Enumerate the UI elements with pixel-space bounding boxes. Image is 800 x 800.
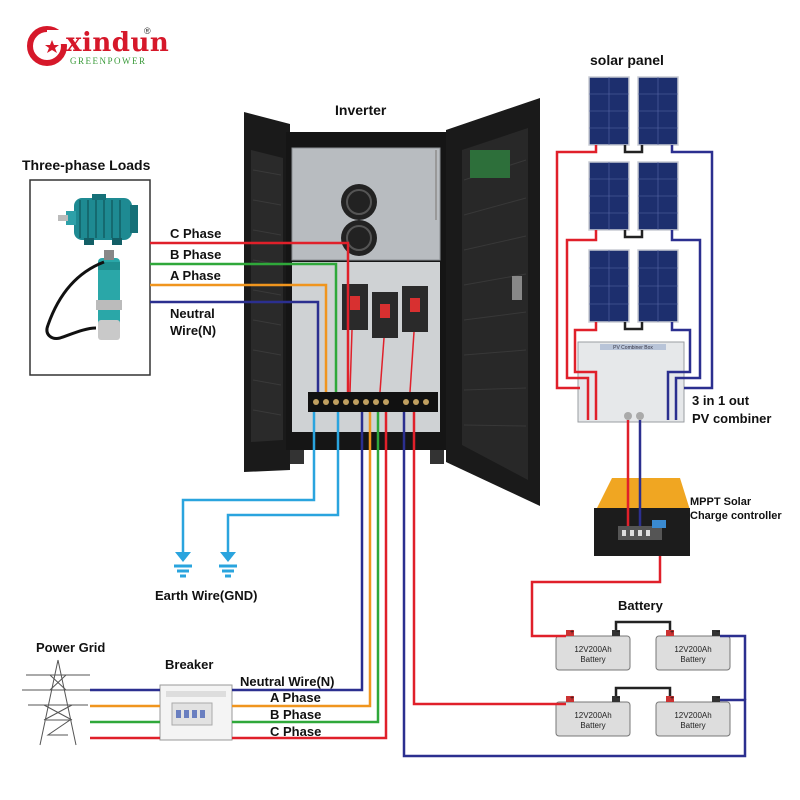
transmission-tower-icon	[22, 659, 94, 746]
mppt-charge-controller	[594, 478, 690, 556]
solar-panel-icon	[588, 76, 679, 323]
a-phase-label: A Phase	[170, 268, 221, 283]
earth-wire	[181, 412, 316, 552]
xindun-logo	[27, 26, 67, 66]
battery-icon	[555, 696, 631, 737]
earth-ground-icon	[174, 552, 237, 578]
svg-text:+: +	[570, 695, 574, 702]
grid-neutral-label: Neutral Wire(N)	[240, 674, 335, 689]
brand-name: xindun	[66, 28, 170, 58]
earth-wire-label: Earth Wire(GND)	[155, 588, 258, 603]
earth-wire	[226, 412, 340, 552]
battery-bank	[555, 620, 731, 737]
battery-spec-text: 12V200Ah	[674, 645, 712, 654]
c-phase-wire	[150, 241, 350, 392]
grid-c-phase-wire	[232, 412, 388, 740]
battery-icon	[555, 630, 631, 671]
battery-name-text: Battery	[580, 721, 606, 730]
combiner-label-line2: PV combiner	[692, 411, 772, 426]
b-phase-label: B Phase	[170, 247, 222, 262]
battery-spec-text: 12V200Ah	[574, 711, 612, 720]
grid-neutral-wire	[232, 412, 364, 692]
svg-text:−: −	[616, 629, 620, 636]
battery-spec: 12V200Ah Battery	[658, 645, 728, 665]
battery-icon	[655, 630, 731, 671]
power-grid-label: Power Grid	[36, 640, 106, 655]
neutral-label-line1: Neutral	[170, 306, 215, 321]
inverter-label: Inverter	[335, 102, 387, 118]
battery-negative-wire	[402, 412, 747, 758]
battery-spec: 12V200Ah Battery	[558, 711, 628, 731]
cooling-fan-icon	[341, 184, 377, 256]
three-phase-motor-icon	[58, 194, 138, 245]
battery-label: Battery	[618, 598, 663, 613]
mppt-label-line1: MPPT Solar	[690, 496, 752, 508]
battery-name-text: Battery	[680, 721, 706, 730]
battery-spec: 12V200Ah Battery	[658, 711, 728, 731]
grid-a-phase-wire	[232, 412, 372, 708]
combiner-label-line1: 3 in 1 out	[692, 393, 750, 408]
b-phase-wire	[150, 262, 338, 392]
battery-spec-text: 12V200Ah	[674, 711, 712, 720]
grid-b-phase-label: B Phase	[270, 707, 322, 722]
svg-text:+: +	[670, 695, 674, 702]
battery-name-text: Battery	[680, 655, 706, 664]
a-phase-wire	[150, 283, 328, 392]
three-phase-loads-label: Three-phase Loads	[22, 157, 151, 173]
battery-spec-text: 12V200Ah	[574, 645, 612, 654]
svg-text:−: −	[716, 629, 720, 636]
combiner-plate-text: PV Combiner Box	[613, 345, 653, 351]
svg-text:−: −	[616, 695, 620, 702]
wires	[90, 145, 747, 758]
svg-text:−: −	[716, 695, 720, 702]
registered-mark: ®	[144, 26, 151, 36]
breaker-label: Breaker	[165, 657, 214, 672]
battery-spec: 12V200Ah Battery	[558, 645, 628, 665]
svg-text:+: +	[670, 629, 674, 636]
svg-text:+: +	[570, 629, 574, 636]
inverter-cabinet	[244, 98, 540, 506]
neutral-wire	[150, 300, 320, 392]
battery-positive-wire	[412, 412, 566, 706]
submersible-pump-icon	[45, 250, 122, 340]
grid-b-phase-wire	[232, 412, 380, 724]
c-phase-label: C Phase	[170, 226, 222, 241]
brand-tagline: GREENPOWER	[70, 56, 147, 66]
grid-c-phase-label: C Phase	[270, 724, 322, 739]
battery-name-text: Battery	[580, 655, 606, 664]
mppt-label-line2: Charge controller	[690, 510, 782, 522]
neutral-label-line2: Wire(N)	[170, 323, 217, 338]
solar-panel-label: solar panel	[590, 52, 664, 68]
battery-icon	[655, 696, 731, 737]
grid-a-phase-label: A Phase	[270, 690, 321, 705]
breaker-box-icon	[159, 684, 233, 741]
